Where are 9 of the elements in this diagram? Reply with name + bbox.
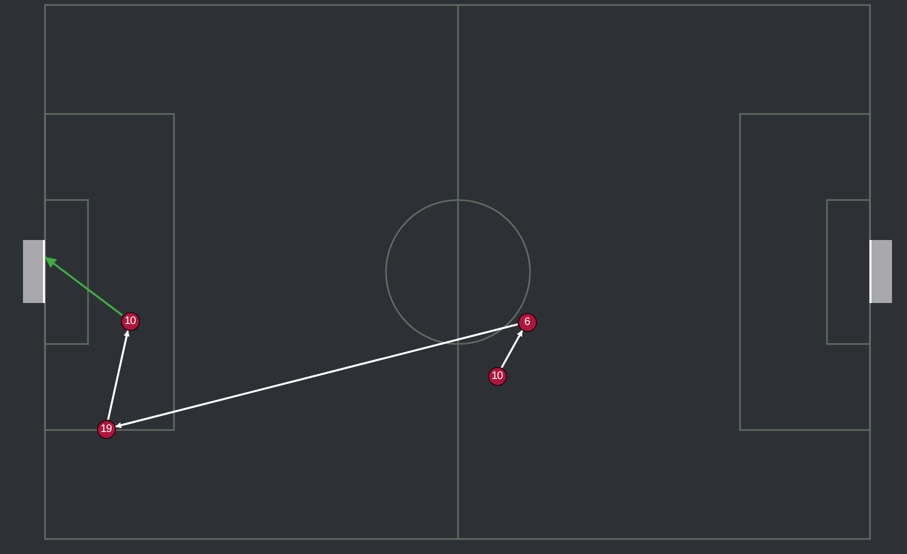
arrow <box>107 330 130 420</box>
arrow <box>114 323 518 428</box>
player-marker: 10 <box>488 366 506 386</box>
player-marker: 10 <box>120 312 140 330</box>
arrow <box>44 256 123 316</box>
player-marker: 6 <box>518 312 536 332</box>
goal <box>23 240 45 303</box>
arrow <box>500 330 524 368</box>
player-marker: 19 <box>96 420 116 438</box>
